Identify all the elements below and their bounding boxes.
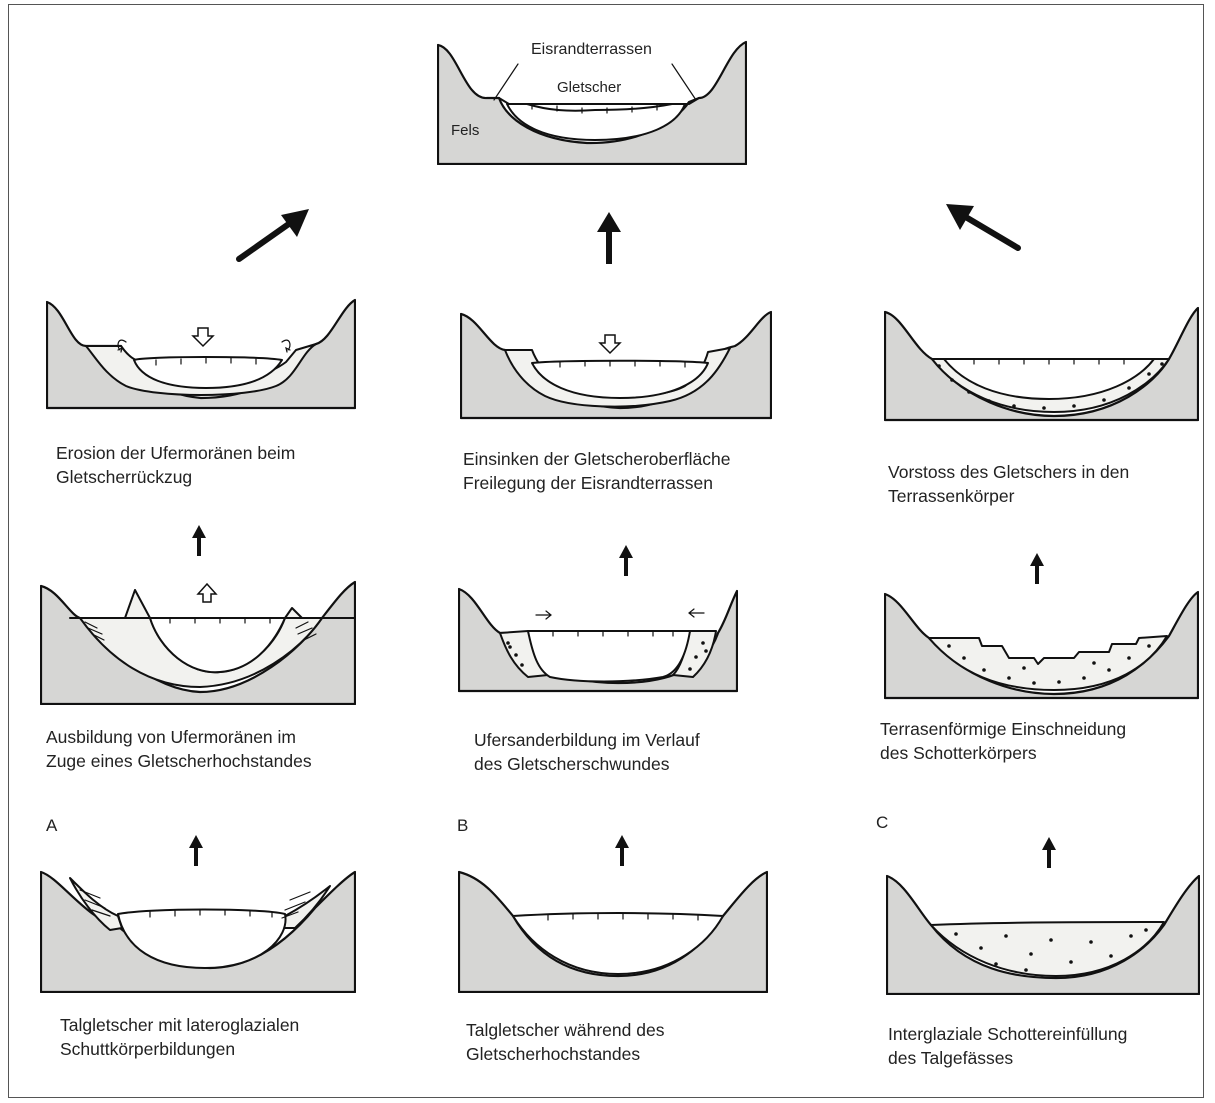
arrow-up-icon (1029, 552, 1045, 586)
label-gletscher: Gletscher (557, 79, 621, 96)
arrow-up-left-icon (942, 200, 1022, 254)
column-letter-b: B (457, 816, 468, 836)
caption-line: Erosion der Ufermoränen beim (56, 441, 295, 465)
caption-line: Talgletscher während des (466, 1018, 664, 1042)
caption-line: Terrasenförmige Einschneidung (880, 717, 1126, 741)
arrow-up-right-icon (235, 205, 315, 265)
panel-b-highstand (458, 868, 768, 993)
arrow-up-icon (614, 834, 630, 868)
caption-a-moraines: Ausbildung von Ufermoränen im Zuge eines… (46, 725, 312, 773)
arrow-up-icon (188, 834, 204, 868)
caption-line: Talgletscher mit lateroglazialen (60, 1013, 299, 1037)
pointer-line-right (670, 62, 700, 102)
arrow-up-icon (191, 524, 207, 558)
panel-b-sinking (460, 308, 772, 420)
caption-line: Gletscherhochstandes (466, 1042, 664, 1066)
caption-line: des Schotterkörpers (880, 741, 1126, 765)
panel-b-sander (458, 585, 738, 693)
caption-line: Ausbildung von Ufermoränen im (46, 725, 312, 749)
arrow-up-icon (1041, 836, 1057, 870)
caption-line: Vorstoss des Gletschers in den (888, 460, 1129, 484)
caption-a-erosion: Erosion der Ufermoränen beim Gletscherrü… (56, 441, 295, 489)
panel-c-advance (884, 304, 1199, 422)
caption-line: Interglaziale Schottereinfüllung (888, 1022, 1127, 1046)
panel-c-incision (884, 588, 1199, 700)
caption-line: Terrassenkörper (888, 484, 1129, 508)
caption-line: des Gletscherschwundes (474, 752, 700, 776)
label-fels: Fels (451, 122, 479, 139)
caption-line: Gletscherrückzug (56, 465, 295, 489)
caption-b-highstand: Talgletscher während des Gletscherhochst… (466, 1018, 664, 1066)
caption-line: Freilegung der Eisrandterrassen (463, 471, 731, 495)
caption-line: Ufersanderbildung im Verlauf (474, 728, 700, 752)
caption-b-sinking: Einsinken der Gletscheroberfläche Freile… (463, 447, 731, 495)
caption-c-fill: Interglaziale Schottereinfüllung des Tal… (888, 1022, 1127, 1070)
caption-b-sander: Ufersanderbildung im Verlauf des Gletsch… (474, 728, 700, 776)
arrow-up-icon (596, 210, 622, 266)
caption-line: des Talgefässes (888, 1046, 1127, 1070)
pointer-line-left (490, 62, 520, 102)
panel-a-lateroglacial (40, 868, 356, 993)
panel-a-moraines (40, 580, 356, 705)
label-eisrandterrassen: Eisrandterrassen (531, 41, 652, 59)
caption-line: Einsinken der Gletscheroberfläche (463, 447, 731, 471)
arrow-up-icon (618, 544, 634, 578)
column-letter-a: A (46, 816, 57, 836)
caption-c-incision: Terrasenförmige Einschneidung des Schott… (880, 717, 1126, 765)
caption-a-lateroglacial: Talgletscher mit lateroglazialen Schuttk… (60, 1013, 299, 1061)
panel-a-erosion (46, 298, 356, 410)
caption-line: Schuttkörperbildungen (60, 1037, 299, 1061)
panel-c-fill (886, 870, 1200, 995)
caption-c-advance: Vorstoss des Gletschers in den Terrassen… (888, 460, 1129, 508)
caption-line: Zuge eines Gletscherhochstandes (46, 749, 312, 773)
column-letter-c: C (876, 813, 888, 833)
